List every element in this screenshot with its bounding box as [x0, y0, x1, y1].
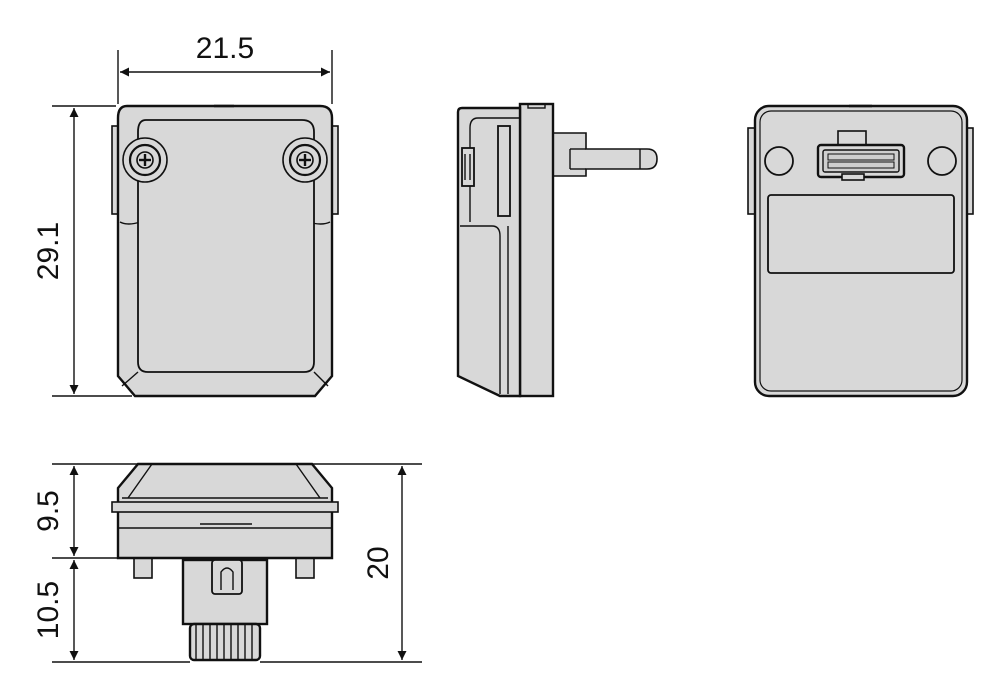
total-depth-label: 20: [362, 546, 395, 579]
mount-hole-left: [764, 146, 794, 176]
phillips-screw-icon: [282, 137, 328, 183]
back-view: [747, 104, 974, 398]
front-inner-panel: [137, 119, 315, 373]
depth-dimensions: 9.5 10.5 20: [32, 463, 422, 663]
width-dimension: 21.5: [117, 32, 333, 104]
phillips-screw-icon: [122, 137, 168, 183]
foot-right: [295, 557, 315, 579]
upper-depth-label: 9.5: [32, 490, 65, 532]
side-view: [456, 102, 658, 398]
side-connector: [461, 147, 475, 187]
foot-left: [133, 557, 153, 579]
bottom-latch: [211, 559, 243, 595]
bevel-right: [313, 371, 329, 387]
side-rear-plate: [518, 102, 555, 398]
lower-depth-label: 10.5: [32, 581, 65, 639]
connector-pins: [195, 624, 253, 660]
plug-prong: [551, 132, 658, 177]
side-groove: [460, 225, 501, 394]
front-view: [111, 104, 339, 398]
back-label-area: [767, 194, 955, 274]
height-label: 29.1: [32, 222, 65, 280]
bevel-left: [121, 371, 139, 387]
height-dimension: 29.1: [32, 105, 132, 397]
mount-hole-right: [927, 146, 957, 176]
bottom-connector-tip: [188, 622, 262, 662]
width-label: 21.5: [196, 32, 254, 65]
bottom-view: [111, 462, 339, 662]
side-slot: [497, 125, 511, 217]
